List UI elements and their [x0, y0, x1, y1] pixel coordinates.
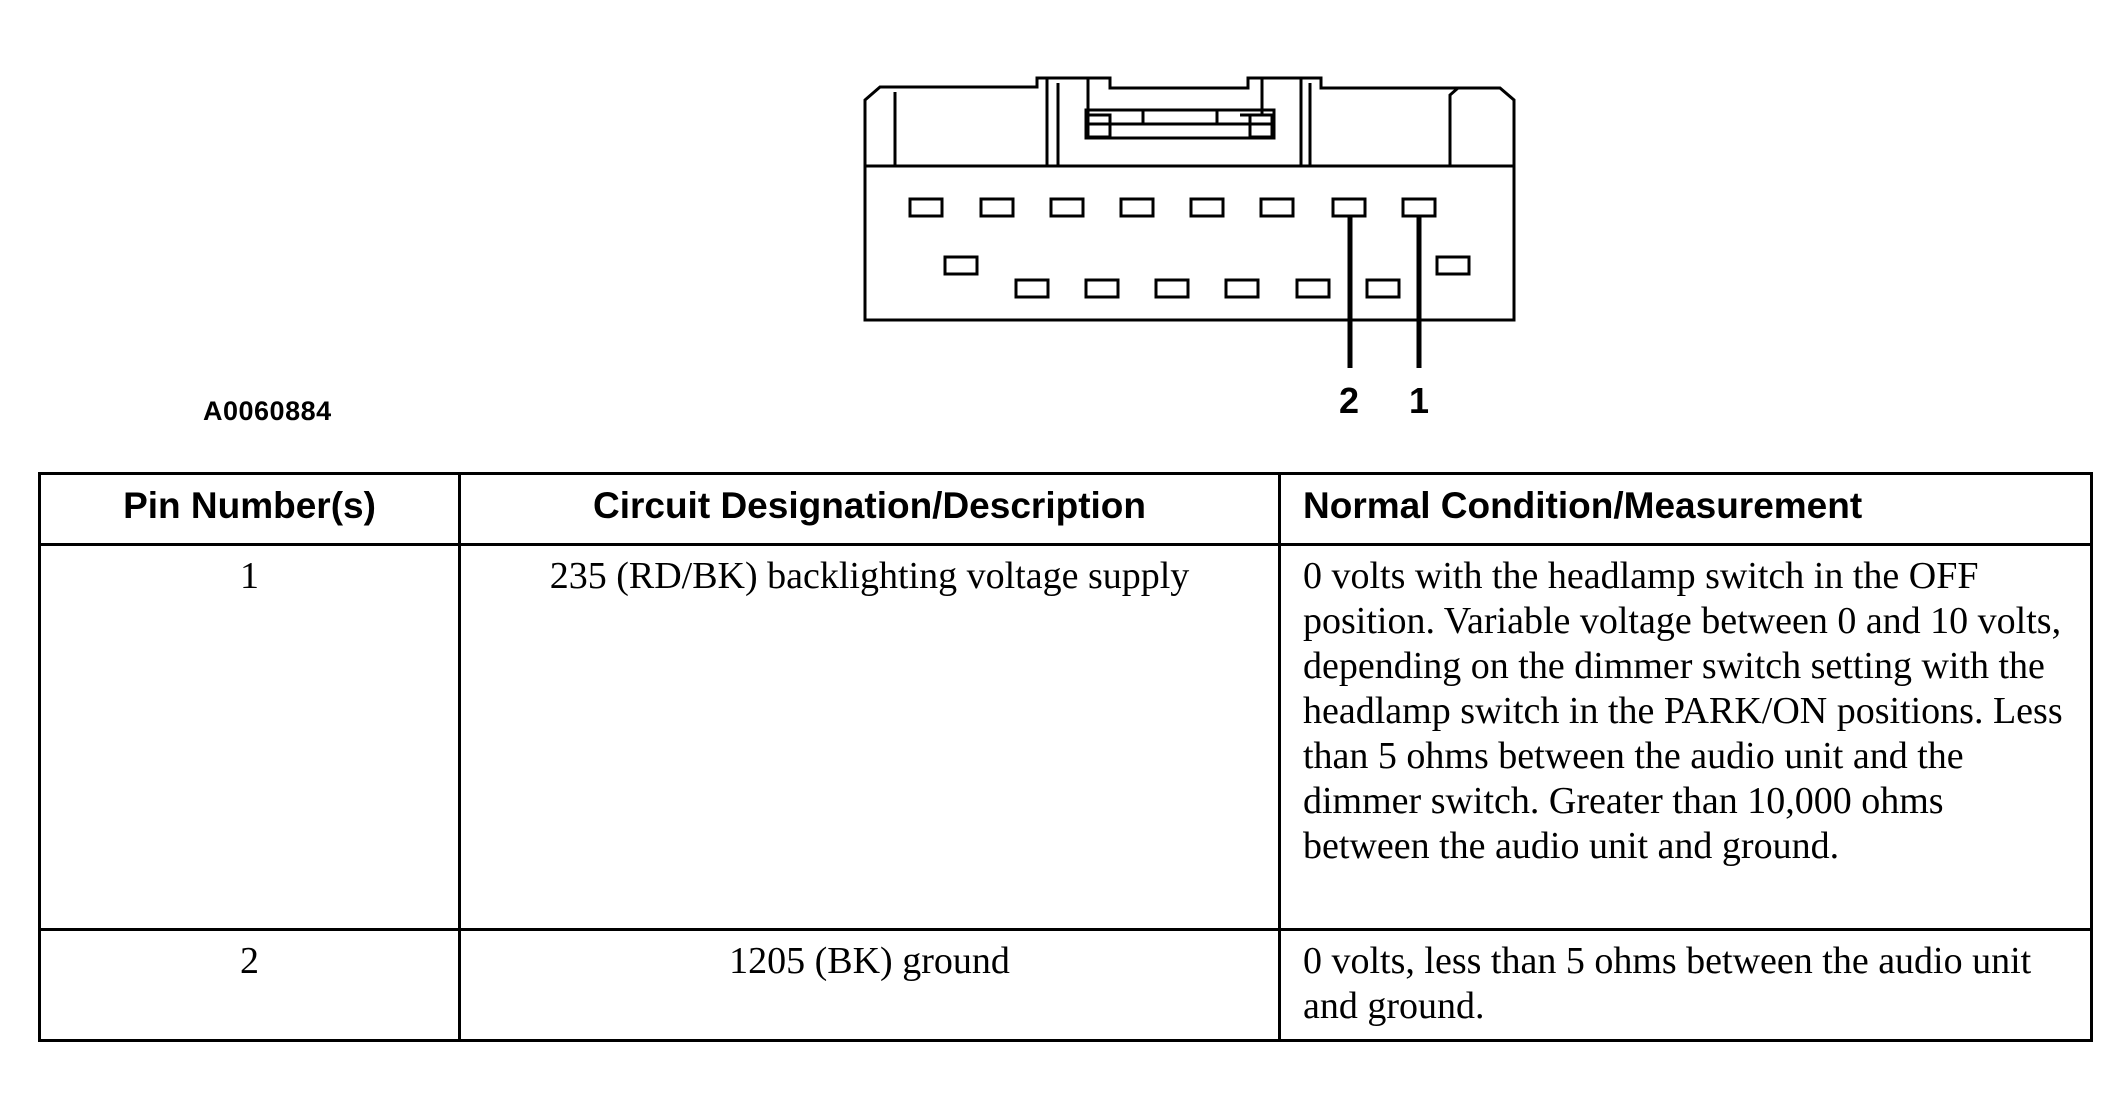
header-circuit-designation: Circuit Designation/Description [458, 472, 1281, 546]
connector-diagram [863, 76, 1516, 368]
pin-1-callout-label: 1 [1409, 380, 1430, 421]
pinout-table: Pin Number(s) Circuit Designation/Descri… [38, 472, 2093, 1042]
pin-1-cavity [1401, 197, 1437, 218]
connector-body [863, 76, 1516, 322]
header-normal-condition: Normal Condition/Measurement [1278, 472, 2093, 546]
circuit-cell: 235 (RD/BK) backlighting voltage supply [458, 543, 1281, 931]
measurement-cell: 0 volts with the headlamp switch in the … [1278, 543, 2093, 931]
pin-number-cell: 1 [38, 543, 461, 931]
table-row: 1 235 (RD/BK) backlighting voltage suppl… [38, 543, 2093, 931]
pin-number-cell: 2 [38, 928, 461, 1042]
circuit-cell: 1205 (BK) ground [458, 928, 1281, 1042]
right-rib [1448, 86, 1459, 166]
header-pin-numbers: Pin Number(s) [38, 472, 461, 546]
measurement-cell: 0 volts, less than 5 ohms between the au… [1278, 928, 2093, 1042]
pin-2-callout-label: 2 [1339, 380, 1360, 421]
pin-2-cavity [1331, 197, 1367, 218]
figure-id: A0060884 [203, 396, 332, 426]
locking-tab [1045, 78, 1312, 166]
table-header-row: Pin Number(s) Circuit Designation/Descri… [38, 472, 2093, 546]
lower-pin-row [943, 255, 1471, 299]
table-row: 2 1205 (BK) ground 0 volts, less than 5 … [38, 928, 2093, 1042]
upper-pin-row [908, 197, 1437, 218]
